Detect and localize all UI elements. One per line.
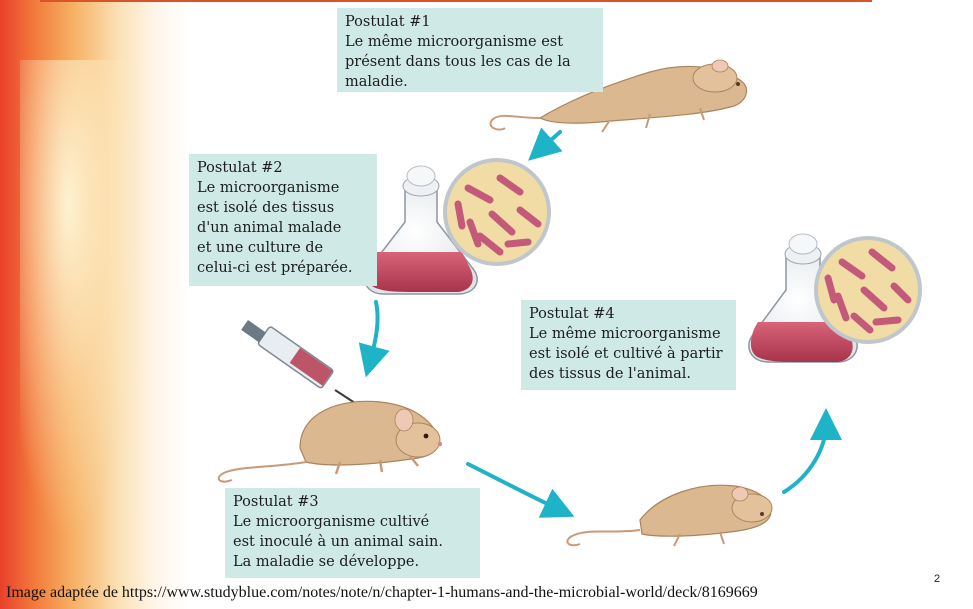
arrow-postulat2-to-3 xyxy=(370,302,378,362)
postulat-2-box: Postulat #2 Le microorganisme est isolé … xyxy=(189,154,377,286)
postulat-1-box: Postulat #1 Le même microorganisme est p… xyxy=(337,8,603,92)
arrow-postulat1-to-2 xyxy=(540,132,560,150)
postulat-4-box: Postulat #4 Le même microorganisme est i… xyxy=(521,300,736,390)
mouse-icon-dead-bottom xyxy=(567,485,772,546)
bacteria-culture-icon-2 xyxy=(816,238,920,342)
postulat-2-text: Le microorganisme est isolé des tissus d… xyxy=(197,178,369,278)
postulat-3-text: Le microorganisme cultivé est inoculé à … xyxy=(233,512,472,572)
postulat-1-title: Postulat #1 xyxy=(345,12,595,32)
postulat-4-text: Le même microorganisme est isolé et cult… xyxy=(529,324,728,384)
image-credit-footer: Image adaptée de https://www.studyblue.c… xyxy=(6,584,758,602)
postulat-2-title: Postulat #2 xyxy=(197,158,369,178)
postulat-4-title: Postulat #4 xyxy=(529,304,728,324)
postulat-1-text: Le même microorganisme est présent dans … xyxy=(345,32,595,92)
postulat-3-box: Postulat #3 Le microorganisme cultivé es… xyxy=(225,488,480,578)
slide-number: 2 xyxy=(934,573,940,585)
mouse-icon-healthy xyxy=(219,401,442,481)
bacteria-culture-icon-1 xyxy=(445,160,549,264)
postulat-3-title: Postulat #3 xyxy=(233,492,472,512)
arrow-postulat3-to-4 xyxy=(468,464,560,510)
arrow-postulat4-up xyxy=(784,424,826,492)
